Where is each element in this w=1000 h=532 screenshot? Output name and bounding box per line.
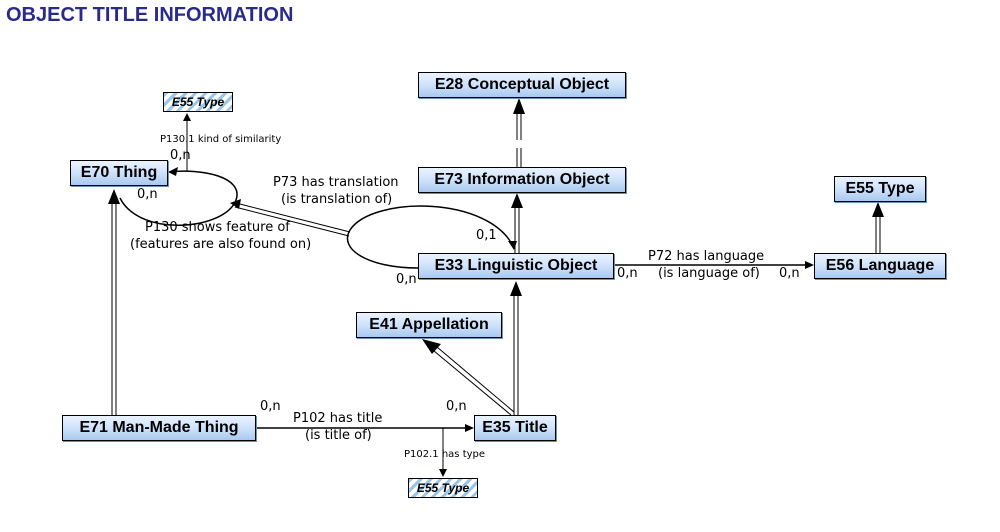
isa-e35-e41: [422, 339, 515, 416]
isa-arrowhead-e28: [513, 98, 525, 114]
isa-arrowhead-e41: [422, 339, 441, 354]
label-p72-line1: P72 has language: [648, 249, 765, 264]
p102-line: [256, 424, 474, 477]
cardinality-e33-p72: 0,n: [617, 266, 638, 281]
cardinality-e70-p130-inner: 0,n: [137, 187, 158, 202]
isa-arrowhead-e55: [872, 202, 884, 217]
cardinality-e35-p102: 0,n: [446, 399, 467, 414]
isa-arrowhead-e73: [511, 193, 523, 208]
cardinality-e33-p73-top: 0,1: [476, 228, 497, 243]
node-e41-appellation[interactable]: E41 Appellation: [356, 312, 502, 338]
node-e73-information-object[interactable]: E73 Information Object: [418, 167, 626, 193]
p73-loop: [346, 205, 517, 269]
cardinality-e71-p102: 0,n: [260, 399, 281, 414]
isa-e56-e55: [872, 202, 884, 253]
label-p102-line1: P102 has title: [293, 411, 383, 426]
node-e35-title[interactable]: E35 Title: [474, 415, 556, 441]
page-title: OBJECT TITLE INFORMATION: [6, 4, 294, 26]
label-p73-line1: P73 has translation: [273, 175, 399, 190]
isa-e73-e28: [513, 98, 525, 168]
p72-line: [613, 261, 814, 269]
type-box-e55-title-type[interactable]: E55 Type: [408, 478, 478, 498]
label-p130-line2: (features are also found on): [130, 237, 312, 252]
node-e71-man-made-thing[interactable]: E71 Man-Made Thing: [62, 415, 256, 441]
isa-arrowhead-e70: [108, 189, 120, 204]
node-e55-type[interactable]: E55 Type: [834, 176, 926, 202]
cardinality-e70-p130-top: 0,n: [170, 148, 191, 163]
node-e70-thing[interactable]: E70 Thing: [70, 160, 168, 186]
label-p72-line2: (is language of): [658, 266, 760, 281]
label-p130-1: P130.1 kind of similarity: [160, 134, 282, 145]
label-p73-line2: (is translation of): [281, 192, 393, 207]
node-e56-language[interactable]: E56 Language: [814, 253, 946, 279]
isa-e35-e33: [510, 281, 522, 415]
type-box-e55-similarity[interactable]: E55 Type: [163, 92, 233, 112]
isa-arrowhead-e33: [510, 281, 522, 296]
p130-loop: [119, 113, 238, 227]
label-p102-1: P102.1 has type: [404, 449, 486, 460]
node-e33-linguistic-object[interactable]: E33 Linguistic Object: [418, 253, 614, 279]
isa-e71-e70: [108, 189, 120, 415]
p73-to-p130-link: [230, 199, 351, 237]
cardinality-e56-p72: 0,n: [779, 266, 800, 281]
label-p102-line2: (is title of): [305, 428, 372, 443]
label-p130-line1: P130 shows feature of: [145, 220, 290, 235]
node-e28-conceptual-object[interactable]: E28 Conceptual Object: [418, 72, 626, 98]
cardinality-e33-p73-bottom: 0,n: [396, 272, 417, 287]
